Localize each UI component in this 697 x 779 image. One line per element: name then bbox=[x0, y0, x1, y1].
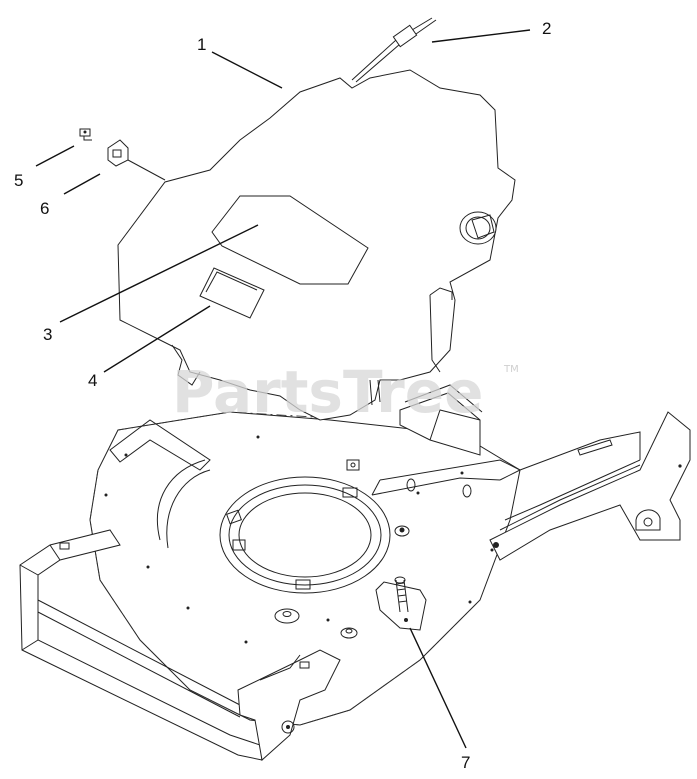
callout-2[interactable]: 2 bbox=[542, 19, 551, 38]
rear-handle-bracket bbox=[371, 384, 691, 561]
callout-1[interactable]: 1 bbox=[197, 35, 206, 54]
leader-7 bbox=[409, 627, 467, 749]
callout-7[interactable]: 7 bbox=[461, 753, 470, 772]
mower-deck-housing bbox=[89, 411, 521, 726]
leader-1 bbox=[211, 51, 283, 89]
front-bumper bbox=[19, 529, 341, 761]
leader-3 bbox=[59, 224, 259, 323]
leader-6 bbox=[63, 173, 101, 195]
wire-harness bbox=[351, 17, 437, 83]
deck-holes bbox=[104, 435, 494, 644]
leader-4 bbox=[103, 305, 211, 373]
engine-shroud bbox=[117, 69, 516, 421]
watermark-trademark: TM bbox=[503, 364, 519, 375]
screw-and-clip bbox=[79, 128, 166, 181]
bracket-with-stud bbox=[375, 576, 427, 631]
watermark-text: PartsTree bbox=[172, 358, 483, 426]
leader-lines bbox=[35, 29, 531, 749]
callout-4[interactable]: 4 bbox=[88, 371, 97, 390]
leader-2 bbox=[431, 29, 531, 43]
callout-5[interactable]: 5 bbox=[14, 171, 23, 190]
callout-6[interactable]: 6 bbox=[40, 199, 49, 218]
leader-5 bbox=[35, 145, 75, 167]
callout-3[interactable]: 3 bbox=[43, 325, 52, 344]
callout-labels: 1 2 3 4 5 6 7 bbox=[14, 19, 551, 772]
